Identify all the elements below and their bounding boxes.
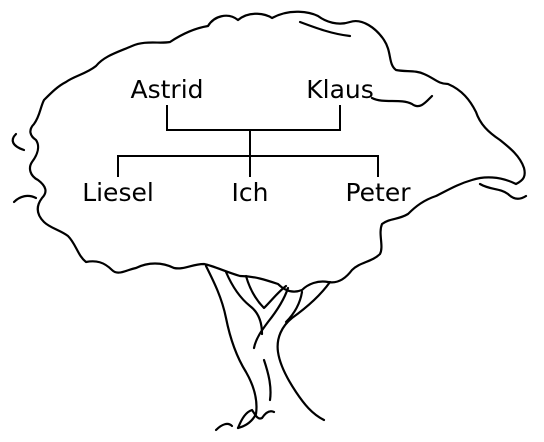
tree-root bbox=[236, 408, 276, 430]
tree-canopy-detail bbox=[11, 132, 26, 152]
tree-canopy-detail bbox=[370, 94, 434, 108]
tree-canopy-detail bbox=[298, 20, 352, 38]
tree-root bbox=[214, 422, 234, 432]
children-connector bbox=[117, 155, 379, 177]
parent-name-klaus: Klaus bbox=[306, 75, 374, 104]
tree-trunk-right bbox=[276, 280, 332, 422]
child-name-ich: Ich bbox=[232, 178, 269, 207]
tree-branch bbox=[224, 270, 264, 336]
tree-trunk-left bbox=[204, 264, 258, 430]
tree-branch bbox=[284, 290, 304, 324]
child-name-peter: Peter bbox=[345, 178, 411, 207]
tree-canopy-outline bbox=[28, 10, 526, 293]
tree-canopy-detail bbox=[12, 194, 38, 204]
tree-bark bbox=[262, 358, 272, 402]
child-name-liesel: Liesel bbox=[82, 178, 154, 207]
tree-branch bbox=[244, 274, 288, 310]
tree-canopy-detail bbox=[478, 182, 528, 200]
tree-branch bbox=[252, 286, 290, 350]
parent-name-astrid: Astrid bbox=[130, 75, 203, 104]
parents-connector bbox=[166, 105, 341, 131]
